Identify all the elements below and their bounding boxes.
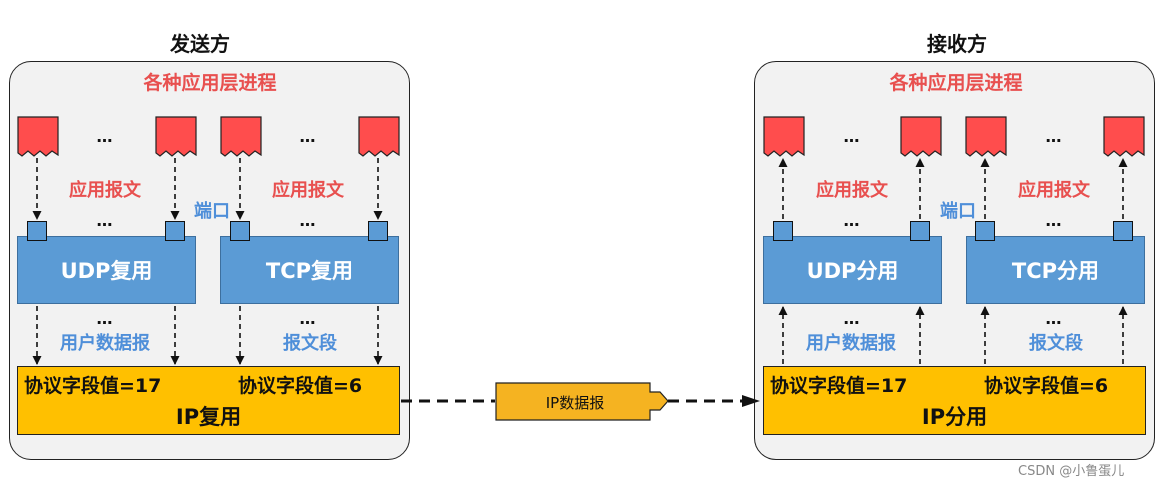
- receiver-udp-demux-box: UDP分用: [763, 236, 942, 304]
- sender-tcp-port-1: [230, 221, 250, 241]
- sender-udp-port-1: [27, 221, 47, 241]
- sender-app-doc-4: [358, 116, 400, 157]
- receiver-tcp-message-label: 应用报文: [1018, 180, 1090, 201]
- sender-udp-mux-box: UDP复用: [17, 236, 196, 304]
- sender-tcp-app-dots: …: [299, 127, 317, 146]
- receiver-port-label: 端口: [940, 201, 976, 222]
- receiver-ip-label: IP分用: [921, 405, 988, 429]
- sender-port-label: 端口: [194, 201, 230, 222]
- sender-app-layer-title: 各种应用层进程: [143, 72, 277, 94]
- ip-datagram-label: IP数据报: [545, 394, 605, 412]
- sender-app-doc-2: [155, 116, 197, 157]
- receiver-tcp-port-1: [975, 221, 995, 241]
- sender-ip-label: IP复用: [175, 405, 242, 429]
- sender-ip-field-tcp: 协议字段值=6: [238, 375, 363, 397]
- receiver-udp-app-dots: …: [843, 127, 861, 146]
- sender-ip-field-udp: 协议字段值=17: [24, 375, 162, 397]
- receiver-tcp-demux-label: TCP分用: [1011, 259, 1100, 283]
- receiver-tcp-unit-dots: …: [1045, 309, 1063, 328]
- receiver-tcp-app-dots: …: [1045, 127, 1063, 146]
- sender-tcp-message-label: 应用报文: [272, 180, 344, 201]
- receiver-udp-unit-dots: …: [843, 309, 861, 328]
- sender-udp-mux-label: UDP复用: [60, 259, 153, 283]
- receiver-udp-port-2: [910, 221, 930, 241]
- ip-datagram-packet: [495, 382, 669, 421]
- sender-tcp-mux-label: TCP复用: [265, 259, 354, 283]
- receiver-udp-unit-label: 用户数据报: [806, 333, 896, 354]
- receiver-tcp-port-2: [1113, 221, 1133, 241]
- sender-ip-box: [17, 366, 400, 435]
- receiver-ip-box: [763, 366, 1146, 435]
- sender-app-doc-1: [17, 116, 59, 157]
- sender-tcp-port-2: [368, 221, 388, 241]
- sender-udp-port-dots: …: [96, 211, 114, 230]
- sender-udp-message-label: 应用报文: [69, 180, 141, 201]
- receiver-title: 接收方: [927, 32, 987, 56]
- sender-udp-unit-label: 用户数据报: [60, 333, 150, 354]
- receiver-udp-port-dots: …: [843, 211, 861, 230]
- receiver-app-doc-3: [965, 116, 1007, 157]
- receiver-udp-port-1: [773, 221, 793, 241]
- receiver-udp-demux-label: UDP分用: [806, 259, 899, 283]
- sender-tcp-unit-label: 报文段: [283, 333, 337, 354]
- sender-title: 发送方: [170, 32, 230, 56]
- watermark: CSDN @小鲁蛋儿: [1018, 464, 1125, 479]
- sender-udp-port-2: [165, 221, 185, 241]
- sender-udp-app-dots: …: [96, 127, 114, 146]
- sender-udp-unit-dots: …: [96, 309, 114, 328]
- sender-tcp-port-dots: …: [299, 211, 317, 230]
- sender-app-doc-3: [220, 116, 262, 157]
- receiver-ip-field-tcp: 协议字段值=6: [984, 375, 1109, 397]
- receiver-app-doc-1: [763, 116, 805, 157]
- receiver-ip-field-udp: 协议字段值=17: [770, 375, 908, 397]
- receiver-udp-message-label: 应用报文: [816, 180, 888, 201]
- sender-tcp-mux-box: TCP复用: [220, 236, 399, 304]
- receiver-tcp-port-dots: …: [1045, 211, 1063, 230]
- receiver-app-doc-4: [1103, 116, 1145, 157]
- receiver-tcp-unit-label: 报文段: [1029, 333, 1083, 354]
- sender-tcp-unit-dots: …: [299, 309, 317, 328]
- receiver-tcp-demux-box: TCP分用: [966, 236, 1145, 304]
- receiver-app-layer-title: 各种应用层进程: [889, 72, 1023, 94]
- receiver-app-doc-2: [900, 116, 942, 157]
- network-link-arrowhead: [742, 395, 760, 407]
